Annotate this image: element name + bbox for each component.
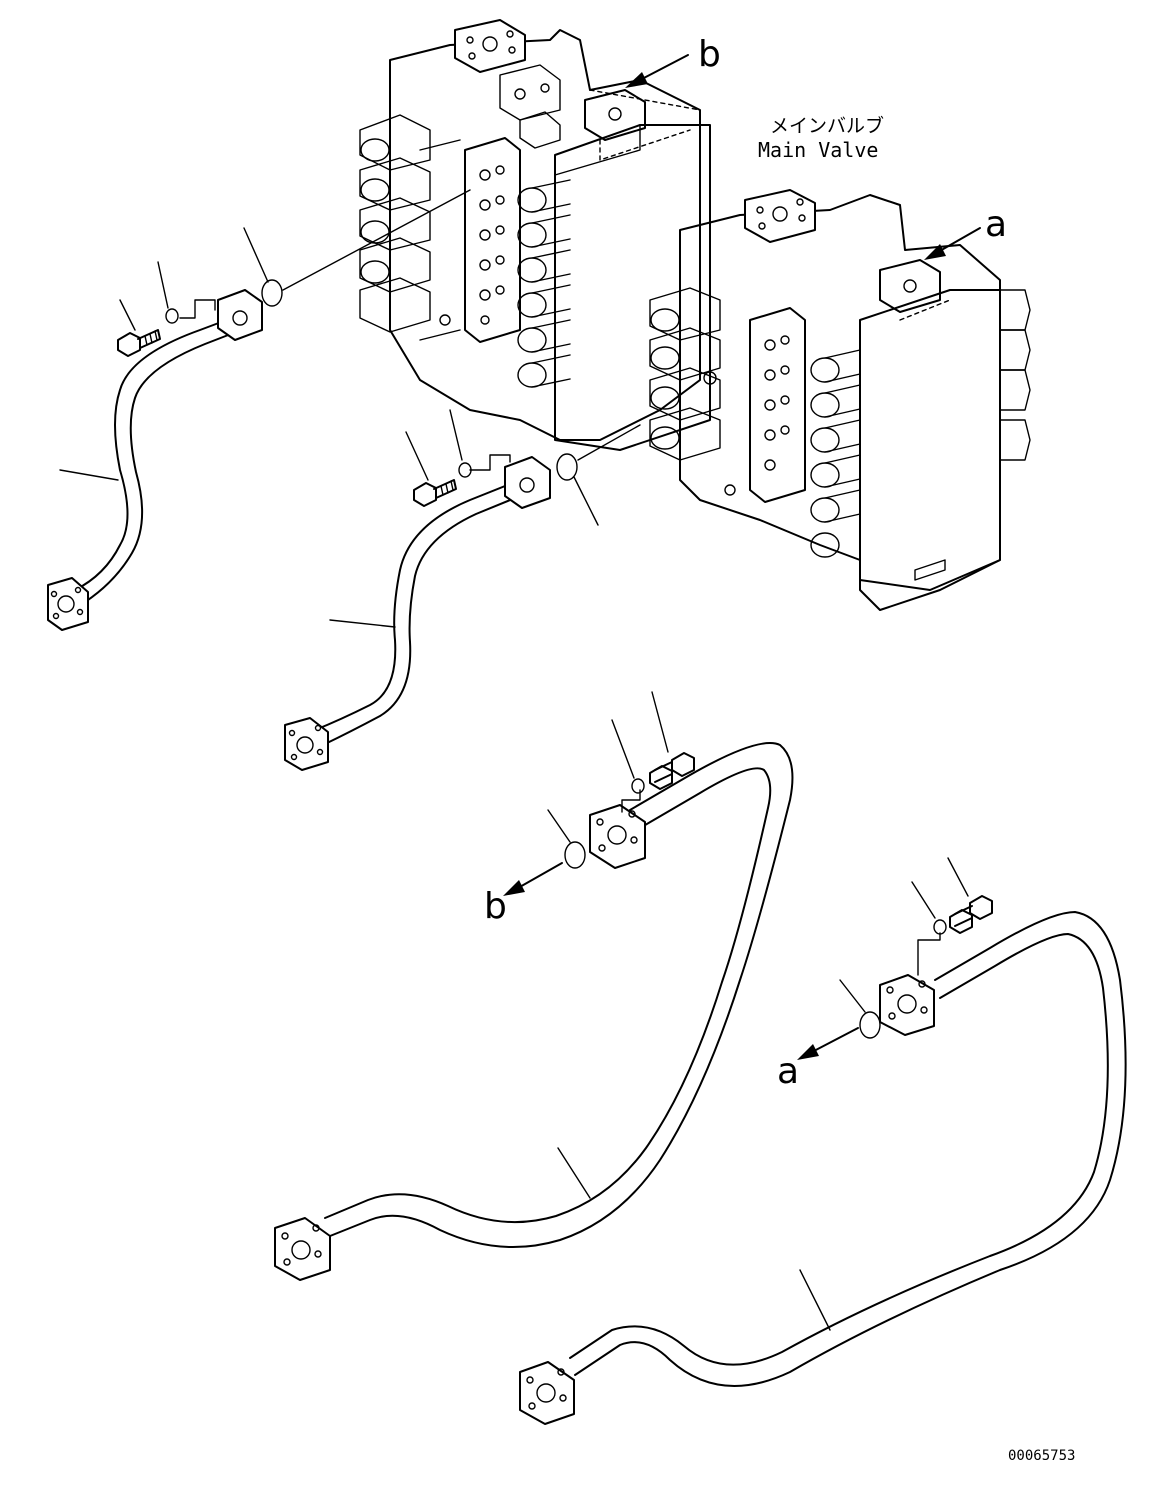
o-ring-1	[261, 279, 283, 307]
ref-label-b-bottom: b	[484, 886, 507, 927]
arrow-a-bottom	[797, 1027, 859, 1060]
bolt-1	[117, 329, 161, 357]
washer-2	[458, 462, 472, 478]
bolt-4	[949, 895, 993, 934]
main-valve-label-jp: メインバルブ	[770, 114, 884, 137]
ref-label-a-bottom: a	[777, 1051, 799, 1092]
washer-1	[165, 308, 179, 324]
main-valve-block-a	[649, 189, 1031, 611]
washer-4	[933, 919, 947, 935]
pipe-2	[284, 456, 551, 771]
arrow-b-bottom	[503, 862, 563, 896]
spool-caps-right-a	[810, 349, 861, 558]
o-ring-4	[859, 1011, 881, 1039]
leader-lines-2	[329, 409, 641, 628]
arrow-b-top	[625, 54, 689, 88]
bolt-2	[413, 479, 457, 507]
main-valve-block-b	[359, 19, 711, 451]
leader-lines-4	[799, 857, 969, 1331]
main-valve-label-en: Main Valve	[758, 138, 878, 162]
o-ring-2	[556, 453, 578, 481]
spool-caps-left-a	[649, 287, 721, 461]
drawing-number: 00065753	[1008, 1448, 1075, 1464]
leader-lines-1	[59, 189, 471, 481]
spool-caps-left-b	[359, 114, 431, 333]
bolt-3	[649, 752, 695, 790]
spool-caps-right-b	[517, 179, 571, 388]
leader-lines-3	[547, 691, 669, 1199]
pipe-4	[519, 911, 1127, 1425]
o-ring-3	[564, 841, 586, 869]
ref-label-a-top: a	[985, 204, 1007, 245]
ref-label-b-top: b	[698, 34, 721, 75]
washer-3	[631, 778, 645, 794]
pipe-1	[47, 289, 263, 631]
arrow-a-top	[924, 227, 981, 260]
pipe-3	[274, 742, 794, 1281]
